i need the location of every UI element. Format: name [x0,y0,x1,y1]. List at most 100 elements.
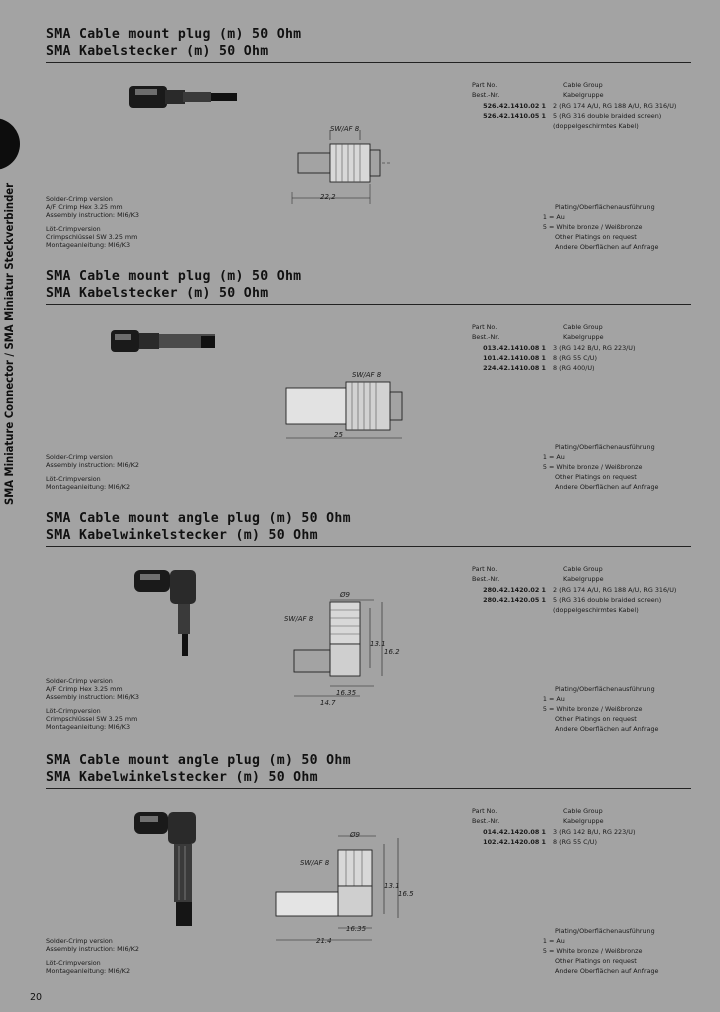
svg-text:SW/AF 8: SW/AF 8 [300,859,330,867]
svg-text:Ø9: Ø9 [339,591,351,599]
plating-desc: Other Platings on request [555,957,637,965]
plating-desc: = Au [549,213,565,221]
plating-title: Plating/Oberflächenausführung [555,927,655,935]
svg-text:13.1: 13.1 [370,640,386,648]
dimension-drawing [291,130,390,204]
plating-code: 1 [542,213,547,221]
assembly-line: Assembly instruction: MI6/K2 [46,461,139,469]
dimension-label-af: SW/AF 8 [284,615,314,623]
part-number: 014.42.1420.08 1 [483,828,546,836]
cable-group-value: 3 (RG 142 B/U, RG 223/U) [553,828,636,836]
svg-text:22,2: 22,2 [320,193,336,201]
plating-desc: Other Platings on request [555,473,637,481]
cable-group-label: Cable Group [563,323,603,331]
part-no-label: Part No. [472,81,498,89]
svg-text:SW/AF 8: SW/AF 8 [330,125,360,133]
svg-text:14.7: 14.7 [320,699,336,707]
plating-desc: Other Platings on request [555,233,637,241]
assembly-line: Löt-Crimpversion [46,707,101,715]
section-title-de: SMA Kabelwinkelstecker (m) 50 Ohm [46,770,318,785]
product-photo [134,812,196,926]
plating-code: 5 [542,223,547,231]
section-title-en: SMA Cable mount angle plug (m) 50 Ohm [46,511,351,526]
part-no-label: Part No. [472,565,498,573]
svg-text:16.35: 16.35 [346,925,367,933]
section-title-de: SMA Kabelwinkelstecker (m) 50 Ohm [46,528,318,543]
assembly-line: Löt-Crimpversion [46,959,101,967]
section-title-de: SMA Kabelstecker (m) 50 Ohm [46,44,269,59]
plating-code: 1 [542,937,547,945]
cable-group-value: 2 (RG 174 A/U, RG 188 A/U, RG 316/U) [553,102,677,110]
part-number: 526.42.1410.05 1 [483,112,546,120]
dimension-label-diameter: Ø9 [349,831,361,839]
part-no-label: Part No. [472,323,498,331]
section-title-de: SMA Kabelstecker (m) 50 Ohm [46,286,269,301]
section-divider [46,62,691,63]
cable-group-value: 3 (RG 142 B/U, RG 223/U) [553,344,636,352]
dimension-label-height-1: 13.1 [370,640,386,648]
section-divider [46,304,691,305]
assembly-line: Montageanleitung: MI6/K2 [46,483,131,491]
product-section-2: SMA Cable mount plug (m) 50 Ohm SMA Kabe… [0,268,720,504]
cable-group-value: (doppelgeschirmtes Kabel) [553,606,639,614]
assembly-line: Solder-Crimp version [46,677,113,685]
assembly-line: Crimpschlüssel SW 3.25 mm [46,715,138,723]
dimension-drawing [275,835,399,941]
dimension-label-width-1: 16.35 [336,689,357,697]
product-photo [129,86,237,108]
plating-code: 1 [542,453,547,461]
assembly-line: Löt-Crimpversion [46,475,101,483]
plating-desc: Other Platings on request [555,715,637,723]
cable-group-value: 8 (RG 55 C/U) [553,354,597,362]
dimension-label-height-2: 16.2 [384,648,400,656]
part-number: 102.42.1420.08 1 [483,838,546,846]
plating-code: 5 [542,947,547,955]
cable-group-value: 5 (RG 316 double braided screen) [553,112,662,120]
product-section-4: SMA Cable mount angle plug (m) 50 Ohm SM… [0,752,720,988]
dimension-label-length: 25 [334,431,343,439]
product-section-3: SMA Cable mount angle plug (m) 50 Ohm SM… [0,510,720,750]
kabelgruppe-label: Kabelgruppe [563,575,604,583]
svg-text:16.35: 16.35 [336,689,357,697]
assembly-line: Assembly instruction: MI6/K3 [46,211,139,219]
section-title-en: SMA Cable mount angle plug (m) 50 Ohm [46,753,351,768]
best-nr-label: Best.-Nr. [472,91,500,99]
svg-text:13.1: 13.1 [384,882,400,890]
dimension-drawing [285,381,403,439]
dimension-drawing [293,599,383,697]
section-title-en: SMA Cable mount plug (m) 50 Ohm [46,269,302,284]
svg-text:SW/AF 8: SW/AF 8 [352,371,382,379]
cable-group-label: Cable Group [563,565,603,573]
assembly-line: Löt-Crimpversion [46,225,101,233]
dimension-label-af: SW/AF 8 [330,125,360,133]
product-photo [111,330,215,352]
kabelgruppe-label: Kabelgruppe [563,333,604,341]
part-number: 224.42.1410.08 1 [483,364,546,372]
part-number: 101.42.1410.08 1 [483,354,546,362]
assembly-line: A/F Crimp Hex 3.25 mm [46,203,123,211]
plating-code: 5 [542,705,547,713]
kabelgruppe-label: Kabelgruppe [563,817,604,825]
dimension-label-length: 22,2 [320,193,336,201]
dimension-label-width-1: 16.35 [346,925,367,933]
plating-code: 5 [542,463,547,471]
assembly-line: Solder-Crimp version [46,937,113,945]
cable-group-value: 5 (RG 316 double braided screen) [553,596,662,604]
svg-text:SW/AF 8: SW/AF 8 [284,615,314,623]
svg-text:16.2: 16.2 [384,648,400,656]
plating-title: Plating/Oberflächenausführung [555,203,655,211]
section-divider [46,546,691,547]
section-divider [46,788,691,789]
section-title-en: SMA Cable mount plug (m) 50 Ohm [46,27,302,42]
assembly-line: Montageanleitung: MI6/K2 [46,967,131,975]
cable-group-value: (doppelgeschirmtes Kabel) [553,122,639,130]
assembly-line: Crimpschlüssel SW 3.25 mm [46,233,138,241]
chapter-tab-marker [0,118,20,170]
plating-desc: = Au [549,937,565,945]
page-number: 20 [30,992,43,1003]
svg-text:Ø9: Ø9 [349,831,361,839]
plating-desc: Andere Oberflächen auf Anfrage [555,725,659,733]
plating-title: Plating/Oberflächenausführung [555,443,655,451]
product-section-1: SMA Cable mount plug (m) 50 Ohm SMA Kabe… [0,26,720,262]
plating-desc: = Au [549,695,565,703]
